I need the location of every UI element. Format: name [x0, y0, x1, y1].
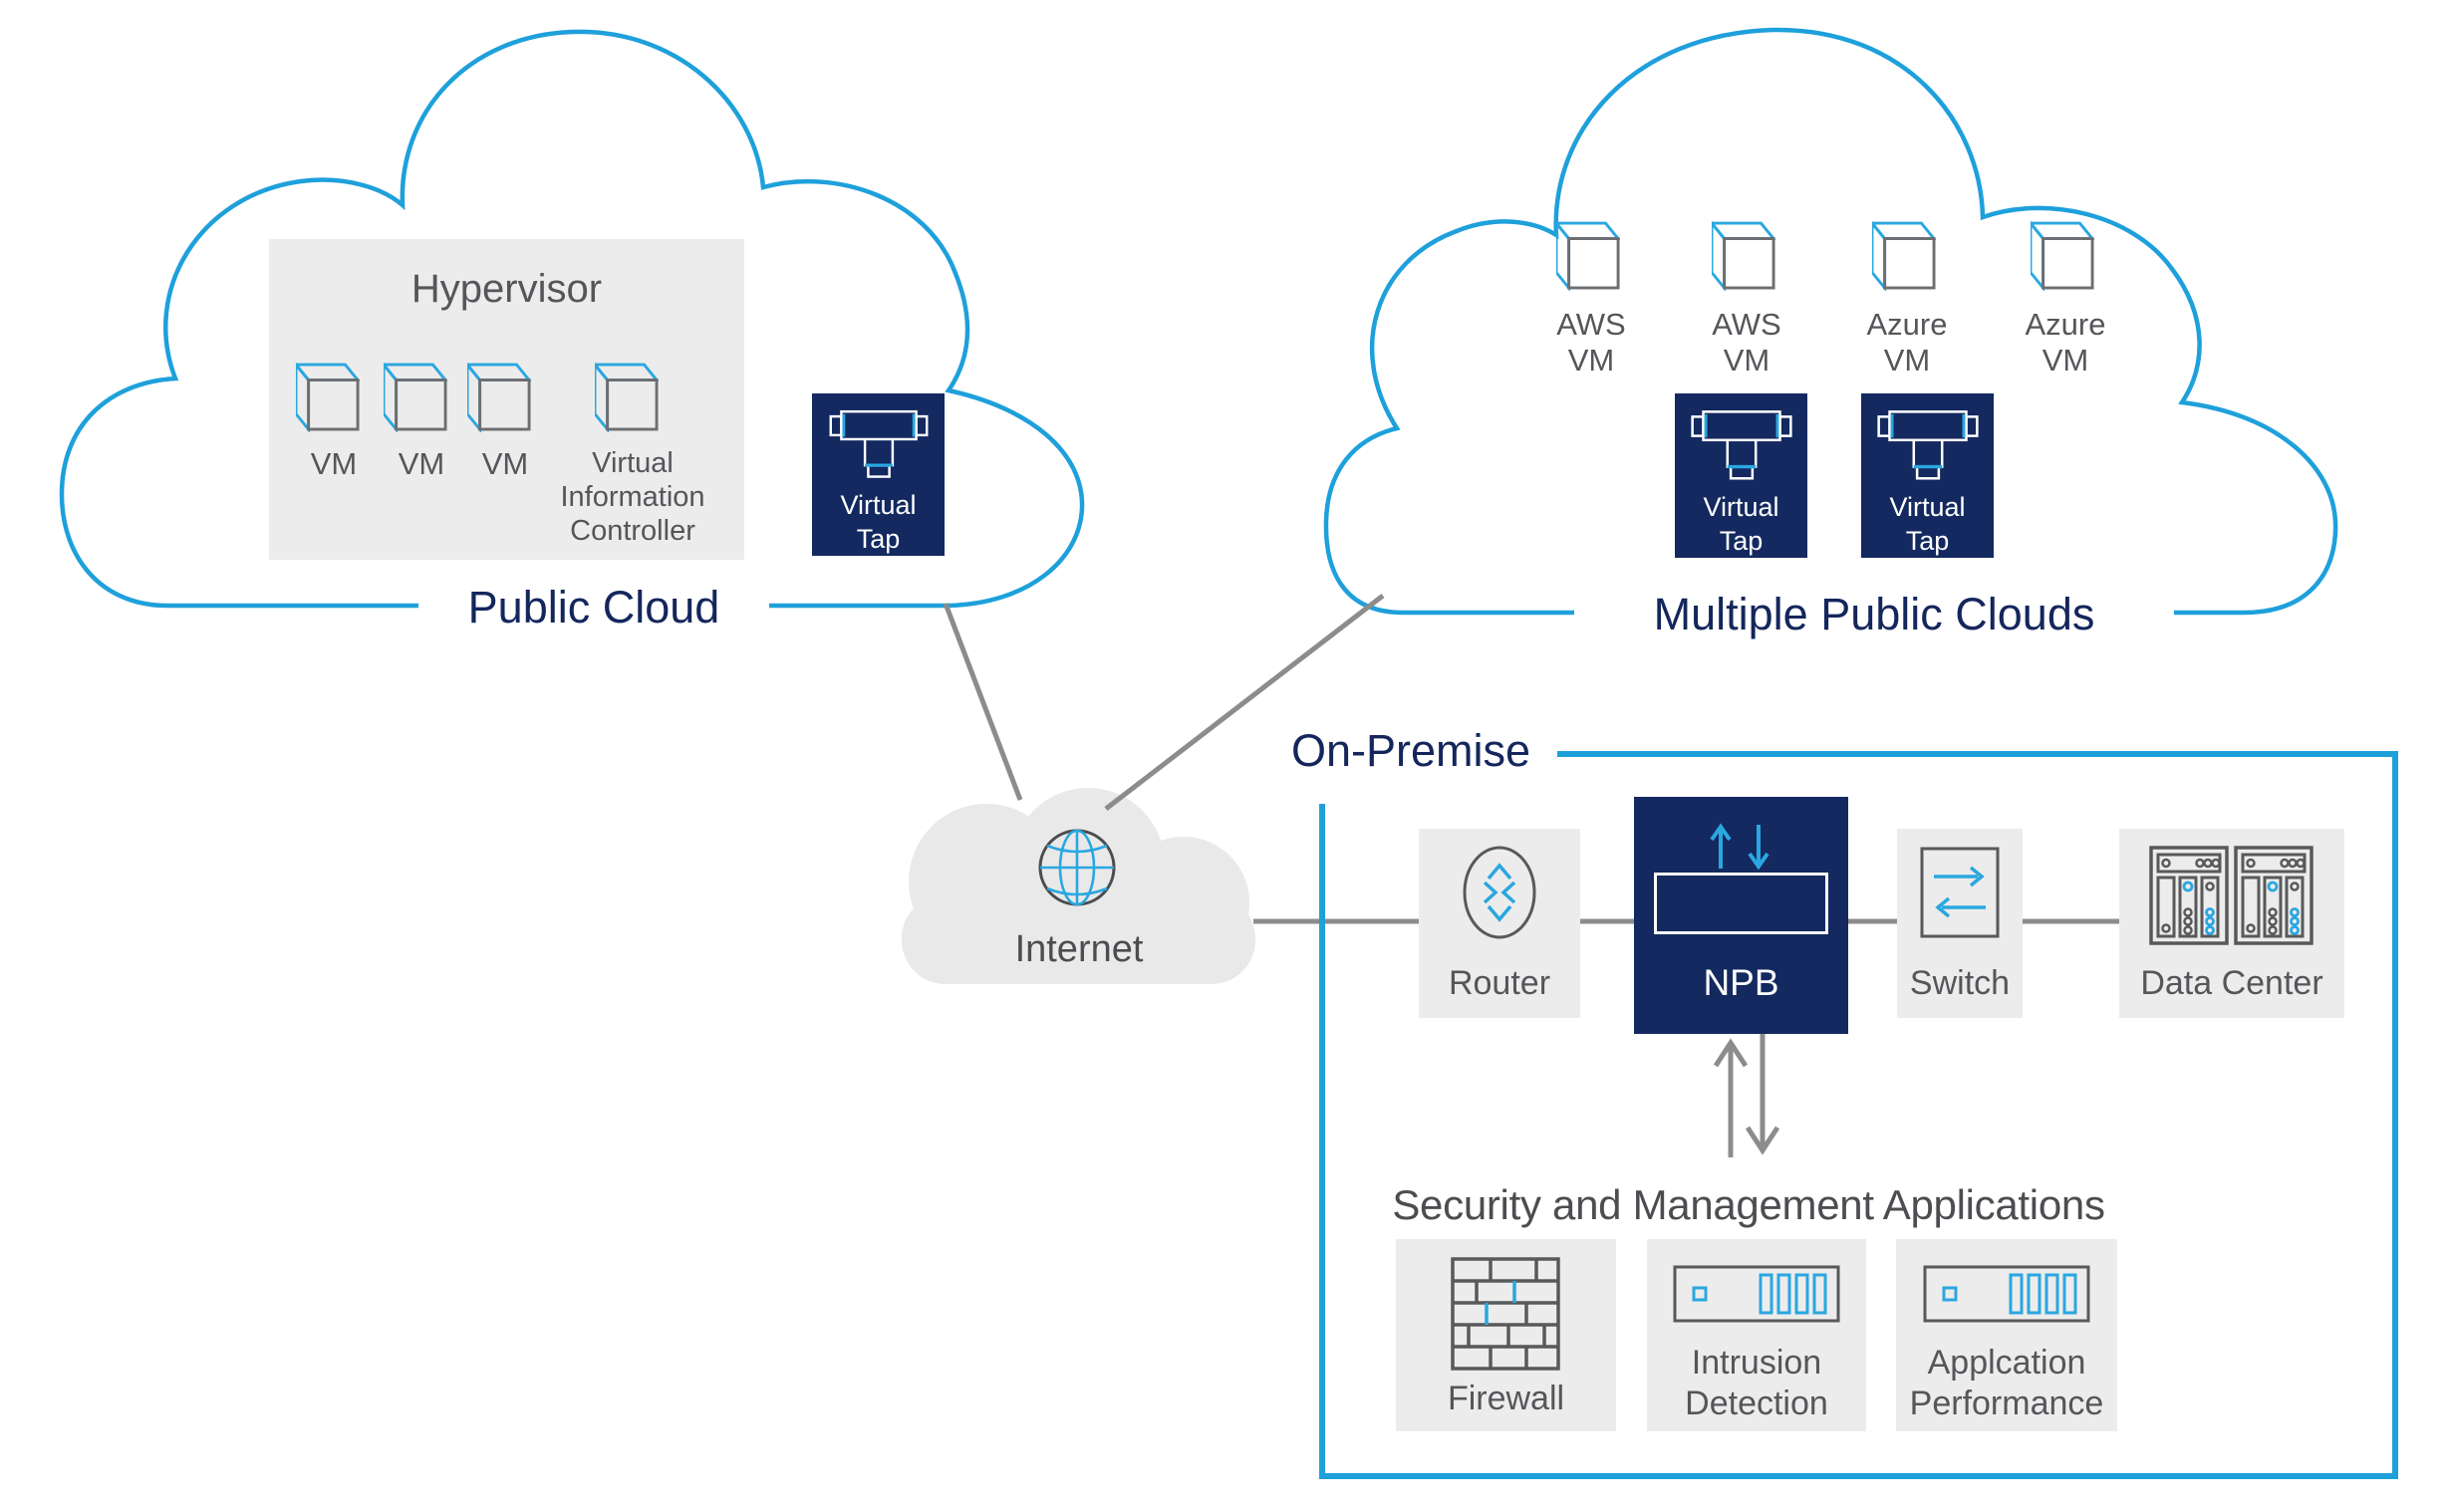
- hypervisor-box: Hypervisor: [269, 239, 744, 560]
- on-premise-label: On-Premise: [1291, 725, 1531, 776]
- security-section-title: Security and Management Applications: [1392, 1181, 2105, 1228]
- application-performance-label: Applcation Performance: [1909, 1344, 2104, 1422]
- vm-cube-icon: [1712, 221, 1775, 291]
- public-cloud-label: Public Cloud: [418, 578, 769, 637]
- server-appliance-icon: [1923, 1265, 2090, 1323]
- vm-cube-icon: [296, 363, 360, 432]
- aws-vm-label: AWS VM: [1712, 307, 1781, 378]
- npb-chassis-icon: [1654, 873, 1828, 934]
- server-appliance-icon: [1673, 1265, 1840, 1323]
- switch-label: Switch: [1909, 964, 2011, 1002]
- npb-box: NPB: [1634, 797, 1848, 1034]
- azure-vm-label: Azure VM: [1866, 307, 1948, 378]
- virtual-tap-label: Tap: [1719, 526, 1764, 556]
- router-label: Router: [1448, 964, 1551, 1002]
- connector-lines: [943, 594, 2119, 924]
- vm-cube-icon: [595, 363, 659, 432]
- router-icon: [1462, 845, 1537, 940]
- vm-cube-icon: [384, 363, 447, 432]
- vm-label: VM: [398, 446, 445, 481]
- on-premise-border: [1319, 751, 2398, 1479]
- internet-cloud: [902, 788, 1255, 984]
- hypervisor-title: Hypervisor: [410, 267, 603, 311]
- switch-arrows-icon: [1920, 847, 2000, 938]
- server-rack-icon: [2234, 846, 2314, 945]
- virtual-tap-label: Virtual: [1889, 492, 1966, 522]
- multiple-clouds-outline: [1323, 27, 2338, 616]
- virtual-tap-icon: [1683, 403, 1800, 490]
- virtual-tap-box: Virtual Tap: [1861, 393, 1994, 558]
- internet-label: Internet: [1014, 928, 1144, 970]
- firewall-box: Firewall: [1396, 1239, 1616, 1431]
- virtual-tap-box: Virtual Tap: [812, 393, 945, 556]
- line-multi-clouds-internet: [1104, 594, 1385, 811]
- virtual-tap-icon: [820, 403, 938, 488]
- data-center-label: Data Center: [2140, 964, 2323, 1002]
- vm-cube-icon: [467, 363, 531, 432]
- application-performance-box: Applcation Performance: [1896, 1239, 2117, 1431]
- azure-vm-label: Azure VM: [2025, 307, 2106, 378]
- virtual-information-controller-label: Virtual Information Controller: [560, 447, 705, 547]
- aws-vm-label: AWS VM: [1556, 307, 1626, 378]
- virtual-tap-label: Virtual: [840, 490, 917, 520]
- virtual-tap-label: Tap: [856, 524, 901, 554]
- virtual-tap-label: Virtual: [1703, 492, 1779, 522]
- virtual-tap-label: Tap: [1905, 526, 1950, 556]
- npb-security-arrows-icon: [1713, 1034, 1780, 1157]
- globe-icon: [1038, 829, 1116, 906]
- vm-label: VM: [481, 446, 529, 481]
- brick-wall-icon: [1451, 1257, 1560, 1371]
- npb-label: NPB: [1703, 962, 1779, 1003]
- data-center-box: Data Center: [2119, 829, 2344, 1018]
- virtual-tap-icon: [1869, 403, 1987, 490]
- server-rack-icon: [2149, 846, 2229, 945]
- vm-cube-icon: [1872, 221, 1936, 291]
- intrusion-detection-label: Intrusion Detection: [1685, 1344, 1828, 1422]
- up-down-arrows-icon: [1710, 823, 1769, 871]
- intrusion-detection-box: Intrusion Detection: [1647, 1239, 1866, 1431]
- virtual-tap-box: Virtual Tap: [1675, 393, 1807, 558]
- multiple-public-clouds-label: Multiple Public Clouds: [1574, 585, 2174, 644]
- firewall-label: Firewall: [1447, 1380, 1565, 1417]
- vm-label: VM: [310, 446, 358, 481]
- vm-cube-icon: [2031, 221, 2094, 291]
- line-public-cloud-internet: [943, 603, 1023, 801]
- router-box: Router: [1419, 829, 1580, 1018]
- vm-cube-icon: [1556, 221, 1620, 291]
- switch-box: Switch: [1897, 829, 2023, 1018]
